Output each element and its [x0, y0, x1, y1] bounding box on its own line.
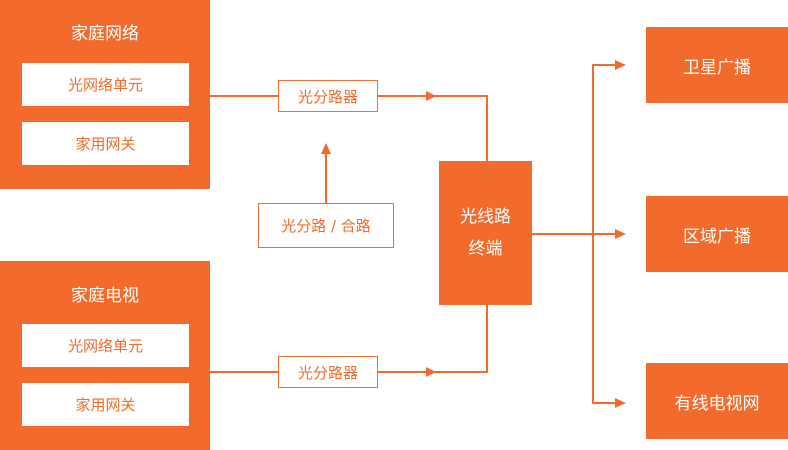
- olt-label-line1: 光线路: [460, 207, 511, 227]
- home-network-onu: 光网络单元: [22, 63, 189, 106]
- home-tv-onu: 光网络单元: [22, 324, 189, 367]
- output-regional: 区域广播: [646, 196, 788, 272]
- arrow-right-icon: [615, 398, 626, 408]
- home-tv-title: 家庭电视: [71, 286, 139, 306]
- home-tv-gateway: 家用网关: [22, 383, 189, 426]
- splitter-bottom: 光分路器: [278, 356, 378, 388]
- output-cable-tv: 有线电视网: [646, 363, 788, 439]
- arrow-right-icon: [426, 91, 436, 101]
- splitter-top: 光分路器: [278, 80, 378, 112]
- split-combine-box: 光分路 / 合路: [258, 203, 394, 248]
- home-network-gateway: 家用网关: [22, 122, 189, 165]
- arrow-up-icon: [321, 143, 331, 154]
- arrow-right-icon: [615, 229, 626, 239]
- home-network-title: 家庭网络: [71, 24, 139, 44]
- olt-label-line2: 终端: [468, 239, 503, 259]
- output-satellite: 卫星广播: [646, 27, 788, 103]
- optical-line-terminal: 光线路 终端: [439, 161, 532, 305]
- arrow-right-icon: [426, 367, 436, 377]
- arrow-right-icon: [615, 60, 626, 70]
